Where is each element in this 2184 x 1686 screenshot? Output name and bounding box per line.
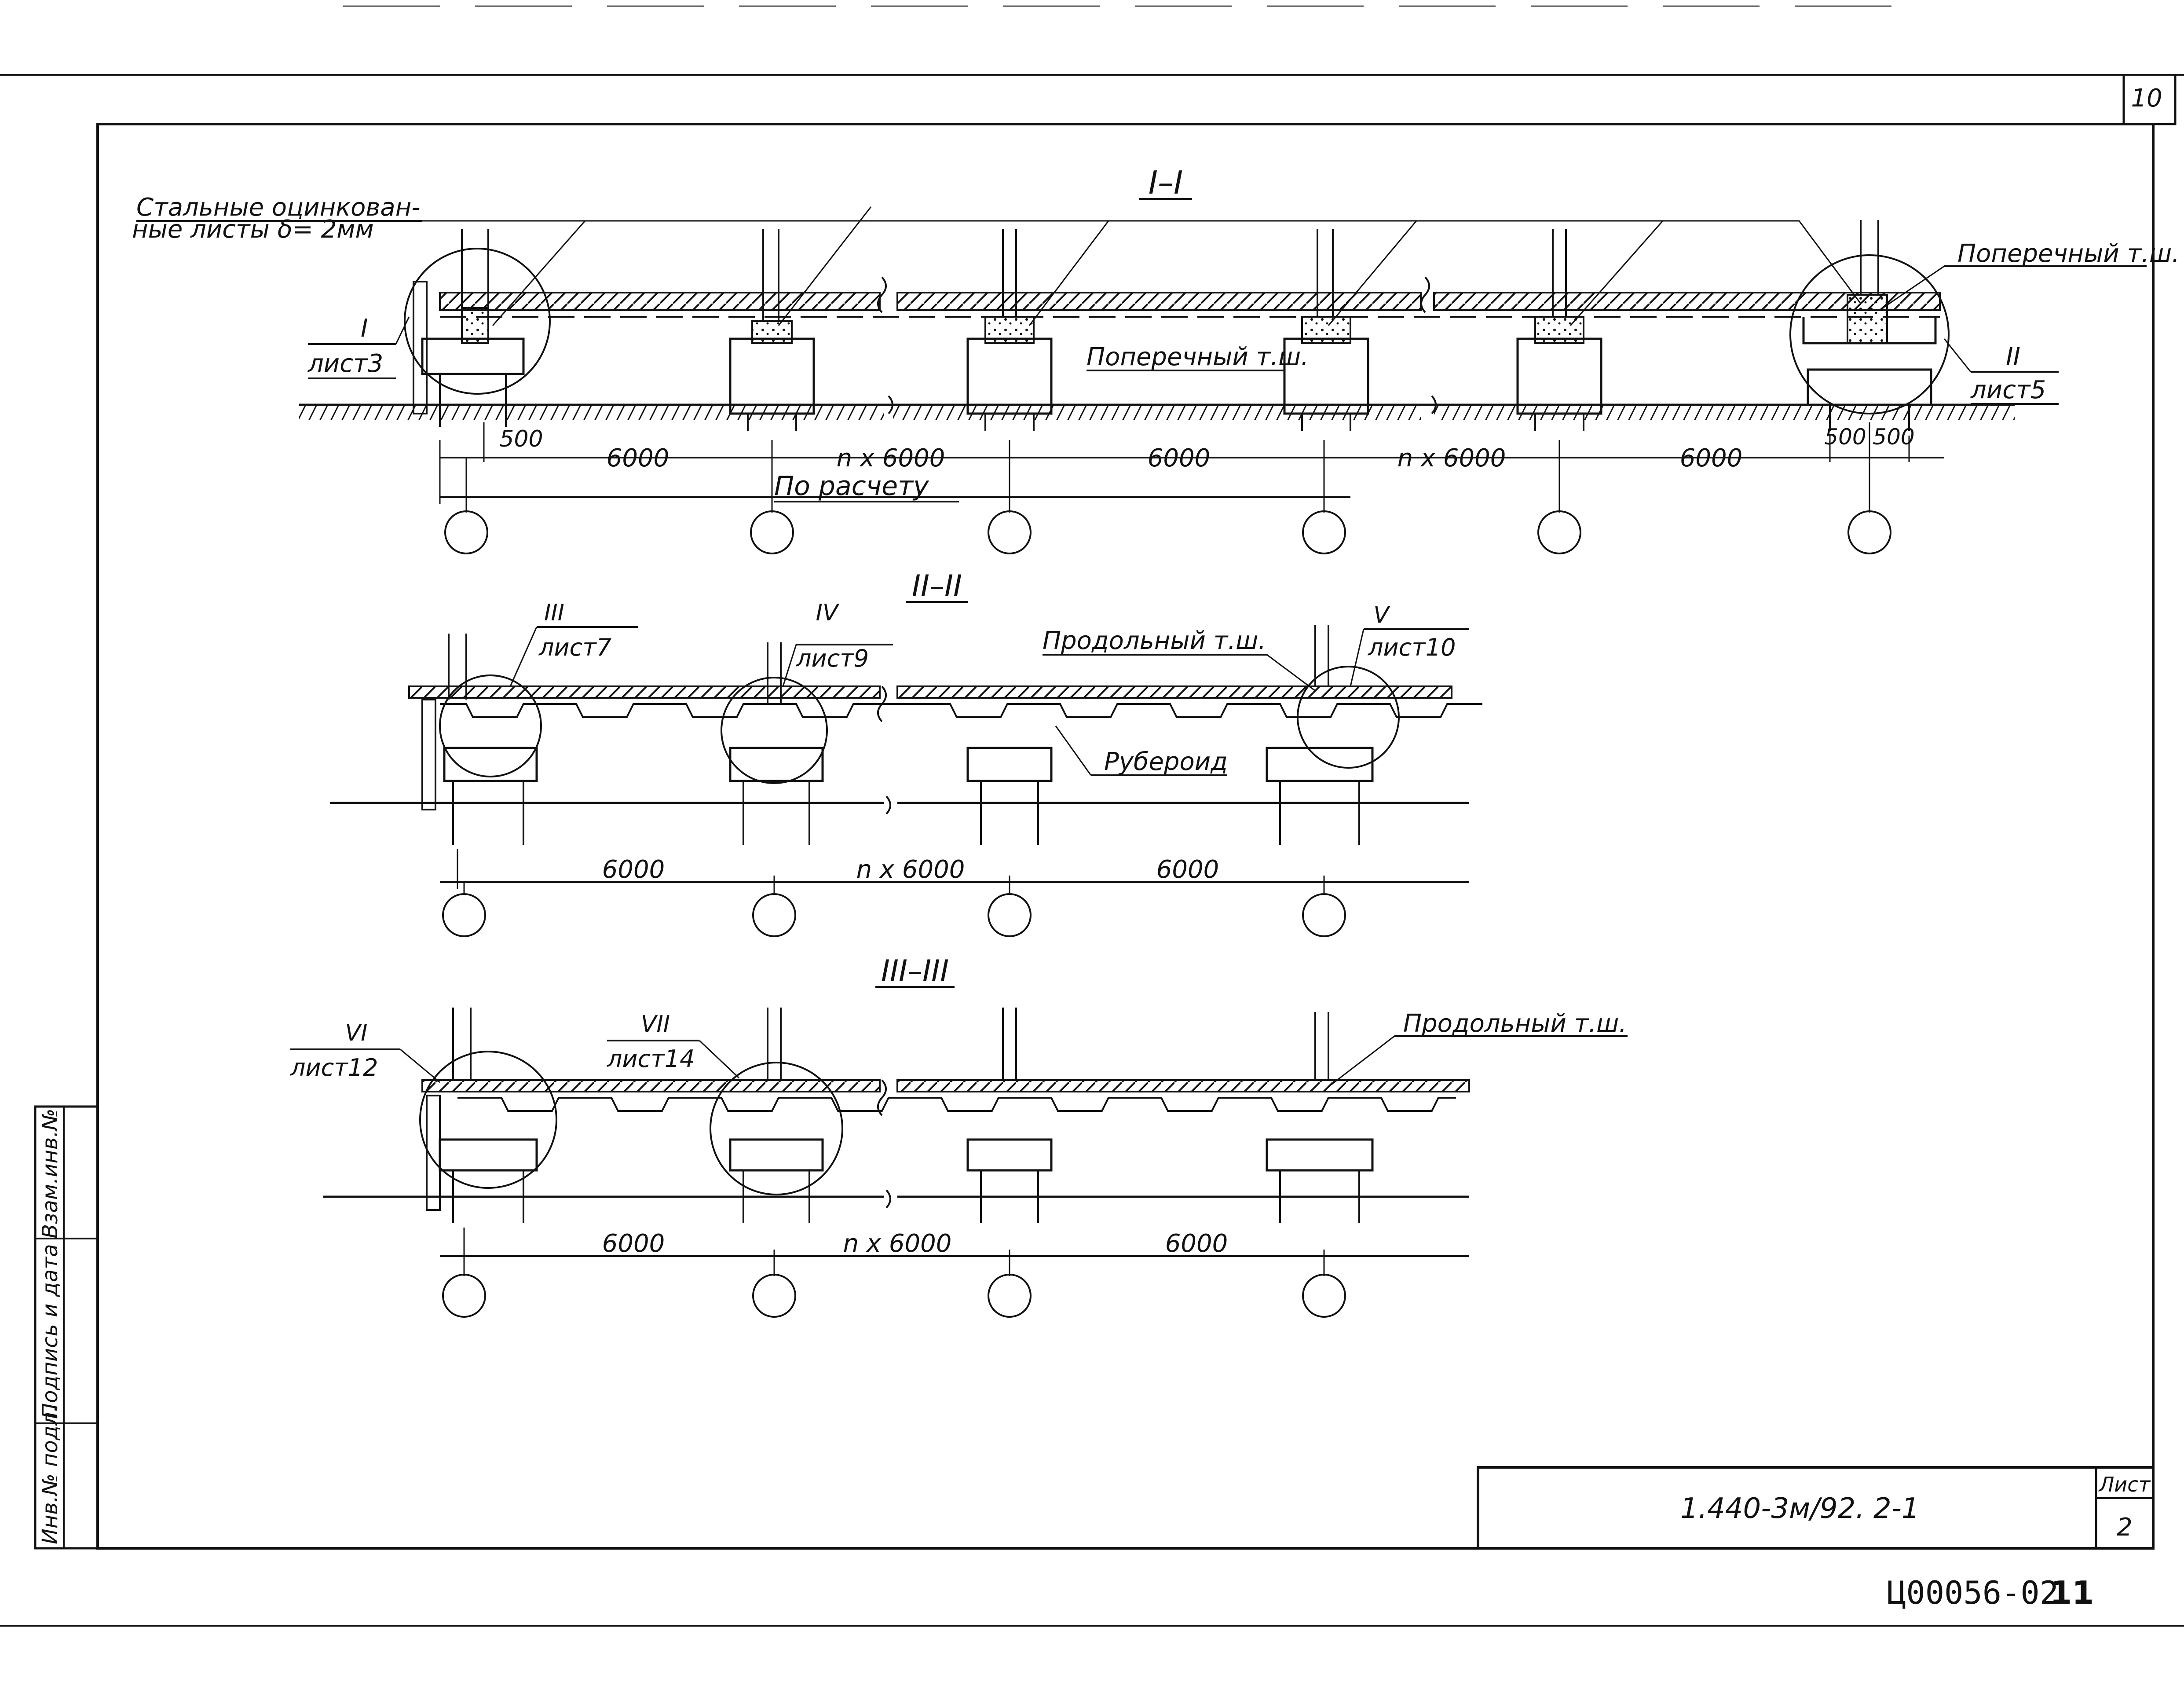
callout-VII-sheet: лист14 (607, 1045, 695, 1073)
detail-circle-VI (419, 1051, 557, 1189)
s2-foundations (421, 625, 1374, 845)
foundation-a3 (966, 229, 1053, 431)
label-ruberoid: Рубероид (1104, 748, 1228, 776)
foundation-a5 (1516, 229, 1602, 431)
axis-bubbles-s2 (442, 882, 1346, 937)
dim-s2-6000-b: 6000 (1156, 855, 1219, 884)
detail-circle-V (1297, 666, 1400, 769)
sheet-number-top: 10 (2131, 84, 2162, 113)
dim-s1-n6000-b: n x 6000 (1397, 444, 1506, 473)
callout-IV-sheet: лист9 (796, 645, 869, 672)
dim-s1-6000-a: 6000 (607, 444, 669, 473)
left-sidebar-stamp: Взам.инв.№ Подпись и дата Инв.№ подл. (34, 1105, 99, 1550)
callout-III-sheet: лист7 (538, 634, 611, 661)
label-transverse-joint-right: Поперечный т.ш. (1957, 239, 2180, 268)
dim-s2-6000-a: 6000 (602, 855, 665, 884)
callout-VI-sheet: лист12 (290, 1054, 378, 1081)
dim-s1-6000-c: 6000 (1680, 444, 1743, 473)
foundation-a6 (1802, 220, 1937, 431)
label-longitudinal-joint-s2: Продольный т.ш. (1043, 627, 1266, 655)
sidebar-replacement-inventory: Взам.инв.№ (38, 1109, 62, 1239)
callout-V-number: V (1373, 602, 1390, 628)
sidebar-original-inventory: Инв.№ подл. (38, 1405, 62, 1544)
dim-s3-6000-b: 6000 (1165, 1229, 1228, 1258)
detail-circle-III (439, 674, 542, 777)
detail-circle-VII (710, 1062, 843, 1195)
callout-VII-number: VII (641, 1011, 670, 1037)
dim-500-right-2: 500 (1873, 424, 1914, 450)
sheet-frame (0, 75, 2184, 1627)
steel-sheets-note-line1: Стальные оцинкован- (136, 193, 421, 222)
sheet-number: 2 (2117, 1513, 2133, 1542)
sheet-label: Лист (2098, 1473, 2151, 1496)
foundation-a4 (1283, 229, 1369, 431)
dim-s3-6000-a: 6000 (602, 1229, 665, 1258)
top-scan-marks (0, 5, 2184, 76)
section-3: III–III (290, 954, 1628, 1318)
callout-II-number: II (2006, 343, 2020, 371)
axis-bubbles-s3 (442, 1256, 1346, 1318)
section-1-title: I–I (1149, 164, 1183, 201)
drawing-code: 1.440-3м/92. 2-1 (1680, 1492, 1920, 1525)
page-number: 11 (2050, 1574, 2094, 1611)
archive-code: Ц00056-02 (1887, 1574, 2059, 1611)
dim-s1-6000-b: 6000 (1148, 444, 1211, 473)
dim-s2-n6000: n x 6000 (856, 855, 965, 884)
callout-VI-number: VI (345, 1020, 368, 1046)
s3-foundations (426, 1008, 1374, 1223)
dim-500-left: 500 (499, 426, 543, 452)
label-longitudinal-joint-s3: Продольный т.ш. (1403, 1009, 1627, 1038)
foundation-a1 (413, 229, 525, 427)
steel-sheets-note-line2: ные листы δ= 2мм (132, 215, 374, 244)
detail-circle-I (404, 248, 551, 395)
dim-by-calculation: По расчету (774, 471, 929, 502)
callout-IV-number: IV (816, 600, 840, 626)
foundation-a2 (729, 229, 815, 431)
dim-s3-n6000: n x 6000 (843, 1229, 952, 1258)
callout-I-number: I (361, 314, 368, 343)
callout-I-sheet: лист3 (307, 349, 383, 378)
sidebar-signature-date: Подпись и дата (38, 1244, 62, 1419)
dim-500-right-1: 500 (1824, 424, 1866, 450)
dim-s1-n6000-a: n x 6000 (837, 444, 945, 473)
section-2-title: II–II (912, 569, 962, 604)
detail-circle-IV (721, 677, 828, 784)
label-transverse-joint-mid: Поперечный т.ш. (1087, 343, 1309, 371)
title-block: 1.440-3м/92. 2-1 Лист 2 (1477, 1466, 2155, 1550)
section-3-title: III–III (881, 954, 949, 989)
axis-bubbles-s1 (444, 458, 1891, 554)
callout-III-number: III (544, 600, 564, 626)
detail-circle-II (1789, 254, 1950, 414)
section-2: II–II (330, 569, 1482, 937)
callout-V-sheet: лист10 (1368, 634, 1456, 661)
section-1: I–I Стальные оцинкован- ные листы δ= 2мм (132, 164, 2180, 554)
callout-II-sheet: лист5 (1970, 376, 2046, 404)
